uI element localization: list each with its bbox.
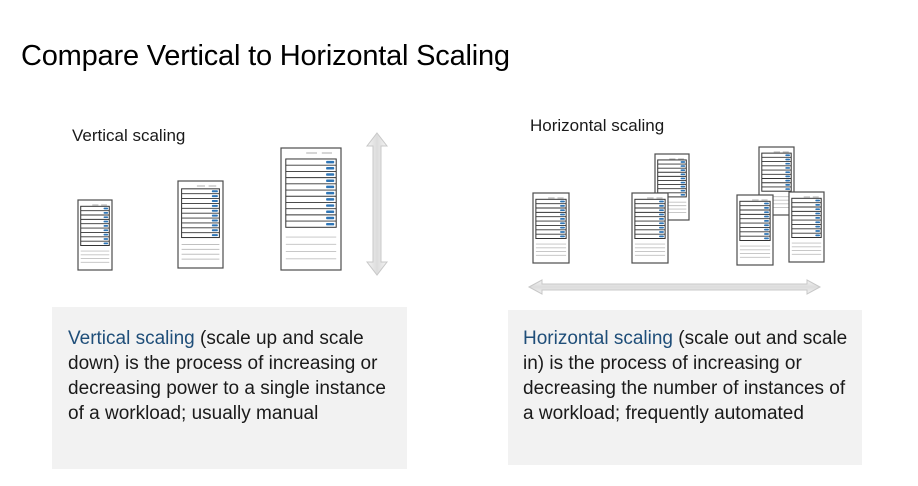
vertical-servers-group — [77, 147, 342, 271]
server-instance-icon — [631, 192, 669, 264]
horizontal-servers-group — [532, 146, 825, 266]
horizontal-scaling-term: Horizontal scaling — [523, 328, 673, 349]
server-instance-icon — [758, 146, 795, 216]
vertical-scaling-text: (scale up and scale down) is the process… — [68, 328, 386, 424]
server-instance-icon — [532, 192, 570, 264]
horizontal-scaling-label: Horizontal scaling — [530, 116, 665, 135]
vertical-scaling-label: Vertical scaling — [72, 126, 186, 145]
server-small-icon — [77, 199, 113, 271]
horizontal-scaling-description: Horizontal scaling (scale out and scale … — [508, 310, 862, 465]
horizontal-scaling-text: (scale out and scale in) is the process … — [523, 328, 848, 424]
server-instance-icon — [736, 194, 774, 266]
vertical-double-arrow-icon — [365, 132, 389, 276]
server-large-icon — [280, 147, 342, 271]
page-title: Compare Vertical to Horizontal Scaling — [21, 40, 510, 72]
server-instance-icon — [654, 153, 690, 221]
server-instance-icon — [788, 191, 825, 263]
horizontal-double-arrow-icon — [527, 279, 822, 295]
vertical-scaling-term: Vertical scaling — [68, 328, 195, 349]
server-medium-icon — [177, 180, 224, 269]
vertical-scaling-description: Vertical scaling (scale up and scale dow… — [52, 307, 407, 469]
